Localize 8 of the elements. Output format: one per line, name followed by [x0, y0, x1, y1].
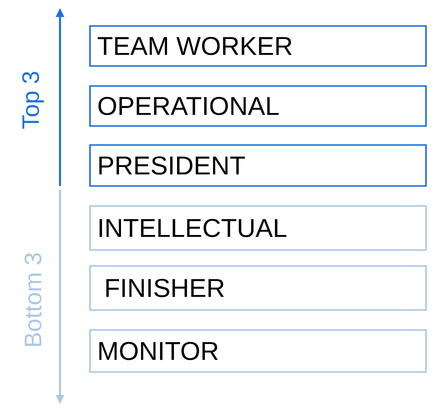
- category-box: OPERATIONAL: [89, 85, 427, 127]
- category-box: INTELLECTUAL: [89, 205, 427, 251]
- category-box: TEAM WORKER: [89, 25, 427, 67]
- category-box: MONITOR: [89, 329, 427, 373]
- category-box: PRESIDENT: [89, 144, 427, 187]
- axis-label: Bottom 3: [24, 253, 42, 346]
- category-box: FINISHER: [89, 265, 427, 311]
- axis-label: Top 3: [22, 72, 44, 129]
